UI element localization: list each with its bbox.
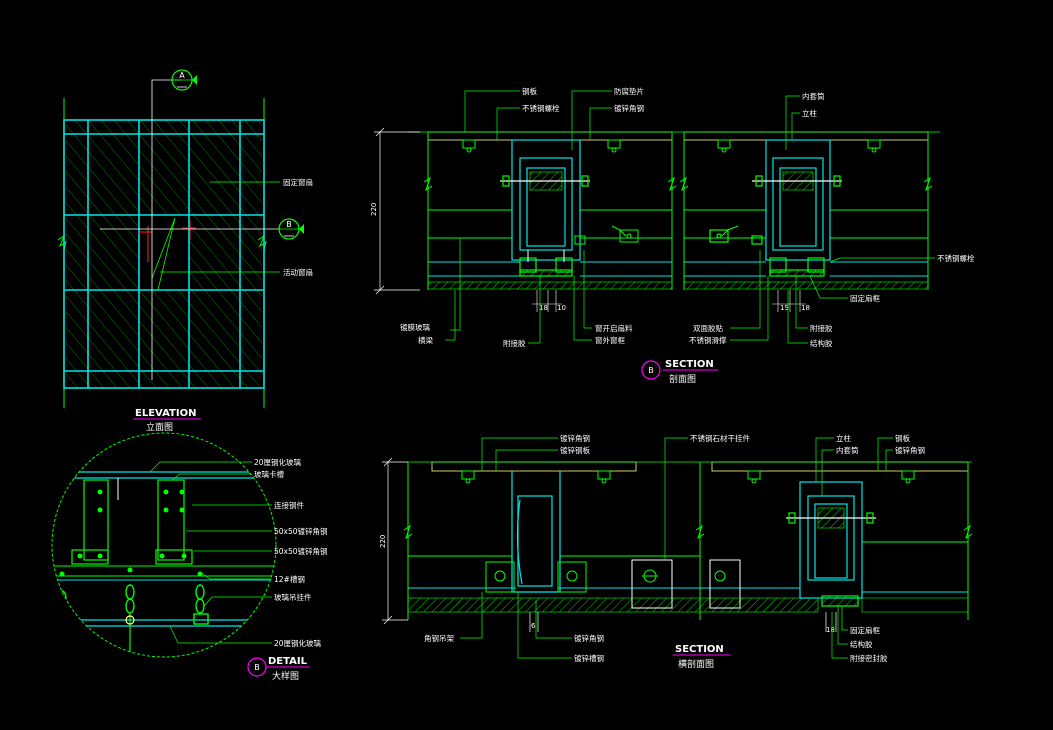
label-b-galv-angle: 镀锌角钢 bbox=[560, 433, 590, 443]
section-marker-b: B bbox=[278, 218, 304, 240]
label-stainless-gutter: 不锈钢滑撑 bbox=[689, 335, 727, 345]
detail-view: 20厘钢化玻璃 玻璃卡槽 连接钢件 50x50镀锌角钢 50x50镀锌角钢 12… bbox=[51, 432, 328, 682]
label-galv-angle: 镀锌角钢 bbox=[614, 103, 644, 113]
dim-bottom-6: 6 bbox=[531, 622, 536, 630]
detail-label-7: 玻璃吊挂件 bbox=[274, 592, 312, 602]
label-inner-sleeve: 内套筒 bbox=[802, 91, 825, 101]
label-b-angle-bracket: 角钢吊架 bbox=[424, 633, 454, 643]
elevation-title: ELEVATION bbox=[135, 408, 196, 419]
section-top-subtitle: 剖面图 bbox=[669, 373, 696, 385]
label-transom: 横梁 bbox=[418, 335, 433, 345]
label-tape: 附接胶 bbox=[503, 338, 526, 348]
label-coated-glass: 镀膜玻璃 bbox=[400, 322, 430, 332]
detail-bubble: B bbox=[254, 663, 260, 672]
label-b-galv-angle-b: 镀锌角钢 bbox=[574, 633, 604, 643]
label-tape-right: 附接胶 bbox=[810, 323, 833, 333]
label-mullion: 立柱 bbox=[802, 108, 817, 118]
detail-title: DETAIL bbox=[268, 656, 308, 667]
detail-label-5: 50x50镀锌角钢 bbox=[274, 546, 328, 556]
label-anti-pad: 防腐垫片 bbox=[614, 86, 644, 96]
section-bottom-title-block: SECTION 横剖面图 bbox=[673, 644, 731, 670]
section-top-view: 220 18 10 19 18 bbox=[370, 86, 975, 385]
section-top-title-block: B SECTION 剖面图 bbox=[641, 359, 718, 385]
dim-top-19: 19 bbox=[780, 304, 789, 312]
detail-label-3: 连接钢件 bbox=[274, 500, 304, 510]
detail-label-6: 12#槽钢 bbox=[274, 574, 305, 584]
label-b-galv-angle-r: 镀锌角钢 bbox=[895, 445, 925, 455]
label-b-galv-channel: 镀锌槽钢 bbox=[574, 653, 604, 663]
section-bottom-view: 220 6 18 镀锌角钢 镀锌钢板 不锈钢石材干挂件 立柱 内套筒 钢板 镀锌… bbox=[379, 433, 973, 670]
label-stainless-bolt-right: 不锈钢螺栓 bbox=[937, 253, 975, 263]
detail-label-4: 50x50镀锌角钢 bbox=[274, 526, 328, 536]
bubble-b-label: B bbox=[286, 220, 292, 229]
dim-height-bottom: 220 bbox=[379, 535, 387, 548]
label-b-sealant: 附接密封胶 bbox=[850, 653, 888, 663]
label-steel-plate: 钢板 bbox=[522, 86, 537, 96]
label-b-galv-plate: 镀锌钢板 bbox=[560, 445, 590, 455]
detail-label-1: 20厘钢化玻璃 bbox=[254, 457, 302, 467]
section-top-bubble: B bbox=[648, 366, 654, 375]
detail-label-8: 20厘钢化玻璃 bbox=[274, 638, 322, 648]
dim-top-18: 18 bbox=[539, 304, 548, 312]
section-top-title: SECTION bbox=[665, 359, 714, 370]
section-marker-a: A bbox=[171, 69, 197, 91]
detail-label-2: 玻璃卡槽 bbox=[254, 469, 284, 479]
dim-height-top: 220 bbox=[370, 203, 378, 216]
section-bottom-title: SECTION bbox=[675, 644, 724, 655]
label-fixed-frame: 固定扇框 bbox=[850, 293, 880, 303]
elevation-subtitle: 立面图 bbox=[146, 421, 173, 433]
label-sash-frame: 窗开启扇料 bbox=[595, 323, 633, 333]
label-fixed-sash: 固定窗扇 bbox=[283, 177, 313, 187]
bubble-a-label: A bbox=[179, 71, 185, 80]
label-b-inner-sleeve: 内套筒 bbox=[836, 445, 859, 455]
label-stainless-bolt: 不锈钢螺栓 bbox=[522, 103, 560, 113]
section-bottom-subtitle: 横剖面图 bbox=[678, 658, 714, 670]
label-opening-sash: 活动窗扇 bbox=[283, 267, 313, 277]
dim-top-18b: 18 bbox=[801, 304, 810, 312]
label-outer-frame: 窗外窗框 bbox=[595, 335, 625, 345]
detail-title-block: B DETAIL 大样图 bbox=[247, 656, 310, 682]
label-b-mullion: 立柱 bbox=[836, 433, 851, 443]
dim-top-10: 10 bbox=[557, 304, 566, 312]
label-double-tape: 双面胶贴 bbox=[693, 323, 723, 333]
label-b-fixed-frame: 固定扇框 bbox=[850, 625, 880, 635]
label-struct-glue: 结构胶 bbox=[810, 338, 833, 348]
label-b-stone-hanger: 不锈钢石材干挂件 bbox=[690, 433, 750, 443]
elevation-view: A B 固定窗扇 活动窗扇 ELEVATION 立面图 bbox=[57, 69, 313, 433]
label-b-struct-glue: 结构胶 bbox=[850, 639, 873, 649]
label-b-steel-plate: 钢板 bbox=[895, 433, 910, 443]
dim-bottom-18: 18 bbox=[826, 626, 835, 634]
detail-subtitle: 大样图 bbox=[272, 670, 299, 682]
